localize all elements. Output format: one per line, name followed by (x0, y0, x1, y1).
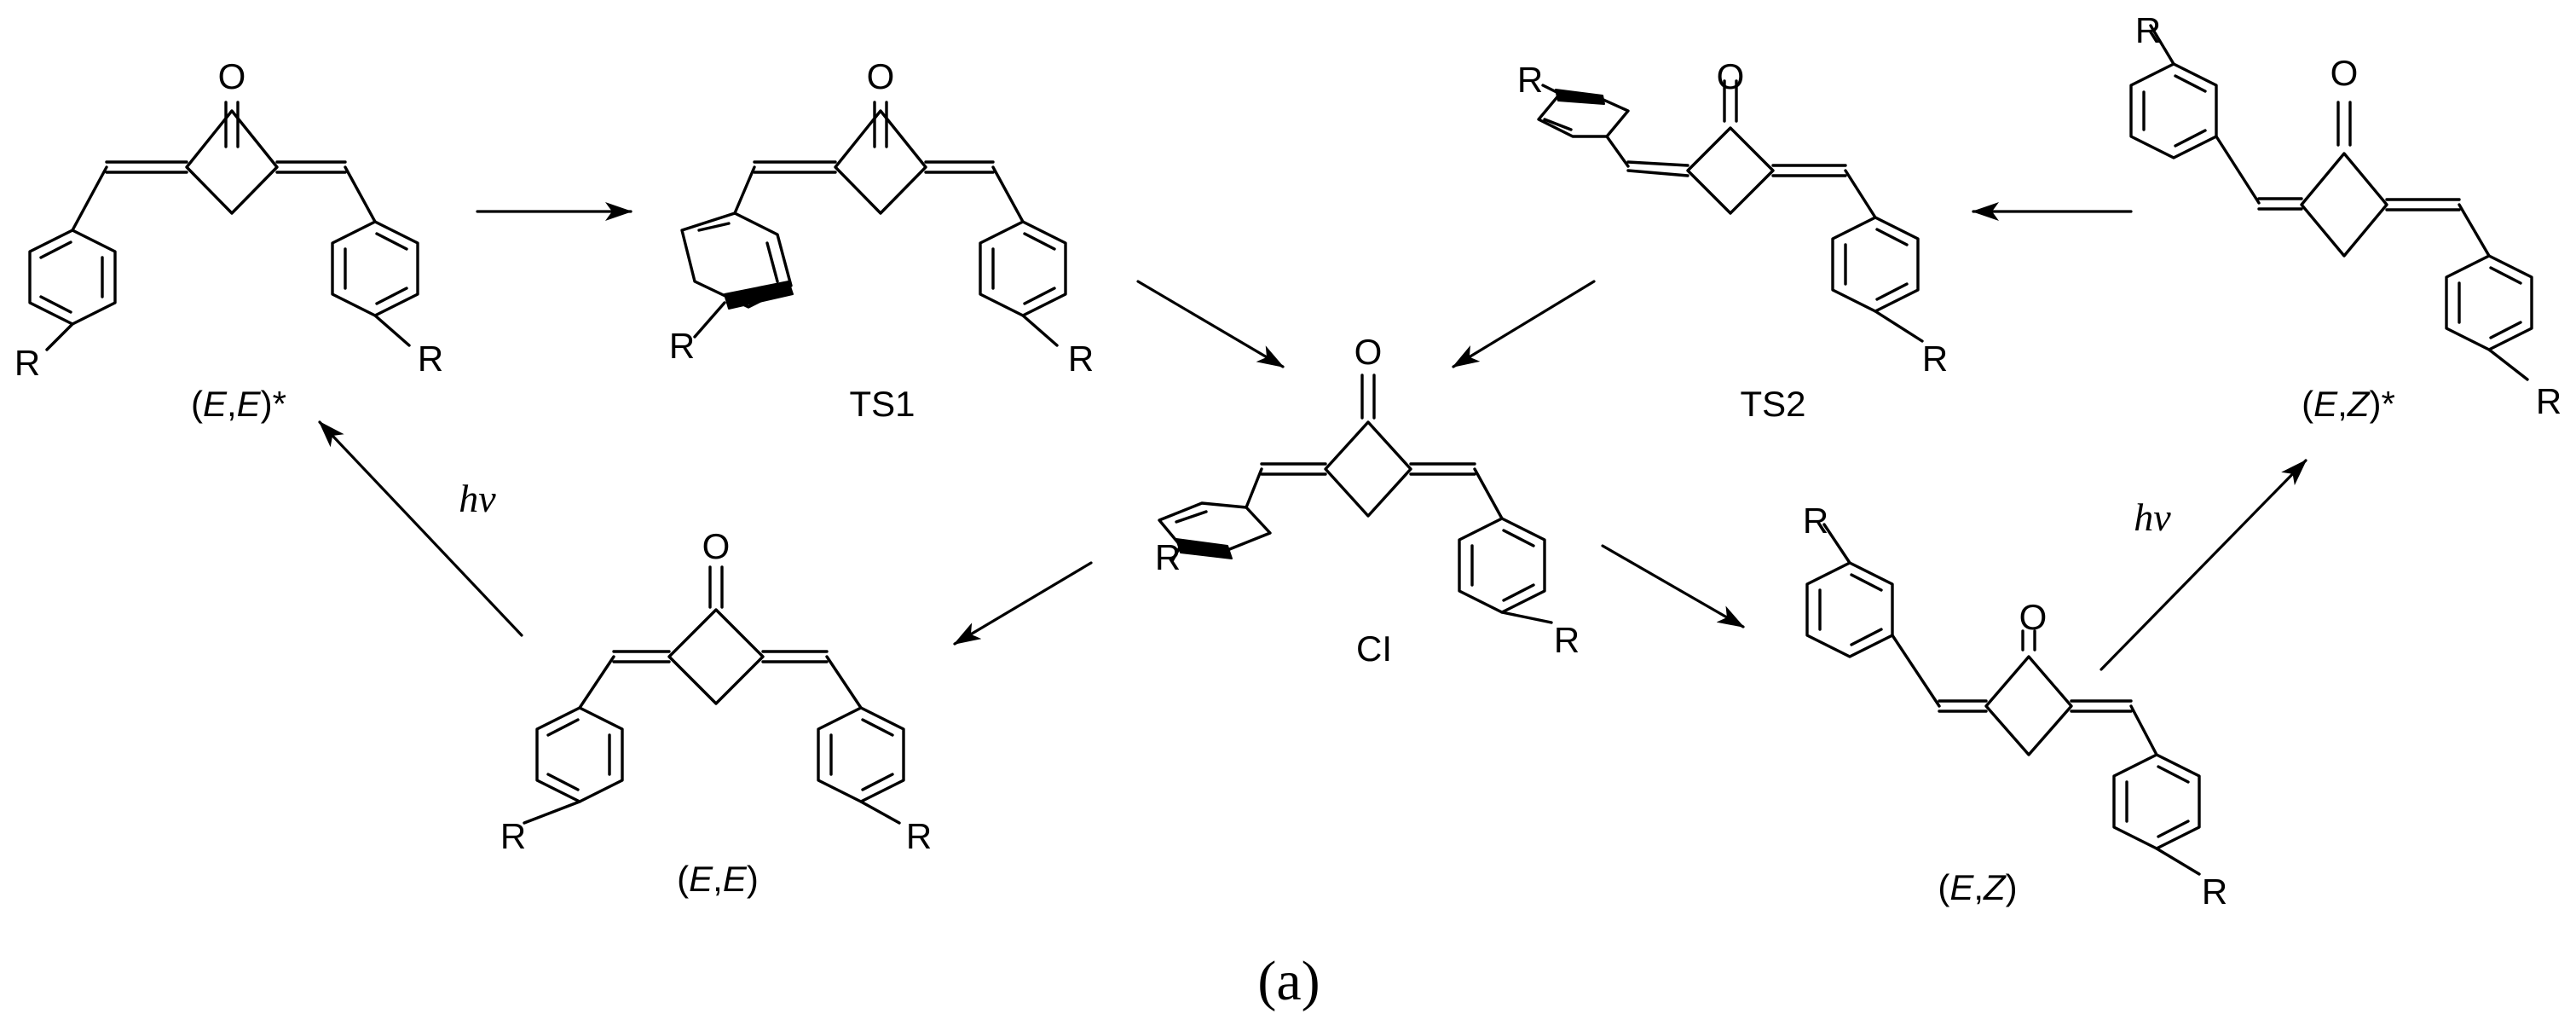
oxygen-atom: O (867, 56, 895, 96)
molecule-ez-excited (2129, 24, 2533, 381)
oxygen-atom: O (218, 56, 246, 96)
arrow-ez-to-ez-excited (2099, 459, 2307, 671)
substituent-r: R (2135, 10, 2161, 50)
substituent-r: R (14, 343, 40, 383)
substituent-r: R (1155, 537, 1181, 577)
oxygen-atom: O (1717, 56, 1745, 96)
label-ts1: TS1 (849, 384, 915, 424)
arrow-ci-to-ee (953, 561, 1093, 646)
label-ee-excited: (E,E)* (191, 384, 286, 424)
substituent-r: R (1922, 339, 1948, 379)
molecule-ee-excited (28, 101, 419, 351)
arrow-ts2-to-ci (1452, 280, 1596, 368)
molecule-ez (1805, 523, 2201, 876)
label-ez: (E,Z) (1938, 867, 2017, 907)
label-ee: (E,E) (677, 859, 759, 899)
molecule-ee (523, 565, 905, 825)
photon-label: hν (2134, 495, 2171, 539)
arrow-ts1-to-ci (1136, 280, 1285, 368)
label-ez-excited: (E,Z)* (2302, 384, 2395, 424)
substituent-r: R (500, 816, 526, 856)
substituent-r: R (1068, 339, 1094, 379)
oxygen-atom: O (1354, 332, 1383, 372)
substituent-r: R (1517, 60, 1543, 100)
photon-label: hν (459, 477, 496, 520)
oxygen-atom: O (2331, 53, 2359, 93)
arrow-ee-to-ee-excited (318, 420, 523, 637)
substituent-r: R (1554, 620, 1580, 660)
label-ci: CI (1356, 628, 1392, 669)
oxygen-atom: O (702, 526, 731, 566)
substituent-r: R (906, 816, 932, 856)
substituent-r: R (2536, 381, 2562, 421)
panel-label: (a) (1257, 950, 1320, 1012)
substituent-r: R (669, 326, 695, 366)
molecule-ci (1158, 374, 1553, 624)
substituent-r: R (418, 339, 443, 379)
label-ts2: TS2 (1740, 384, 1805, 424)
oxygen-atom: O (2019, 597, 2048, 637)
molecule-ts2 (1537, 79, 1924, 343)
molecule-ts1 (680, 101, 1067, 347)
substituent-r: R (1803, 501, 1828, 541)
arrow-ci-to-ez (1601, 544, 1745, 628)
substituent-r: R (2202, 872, 2227, 912)
